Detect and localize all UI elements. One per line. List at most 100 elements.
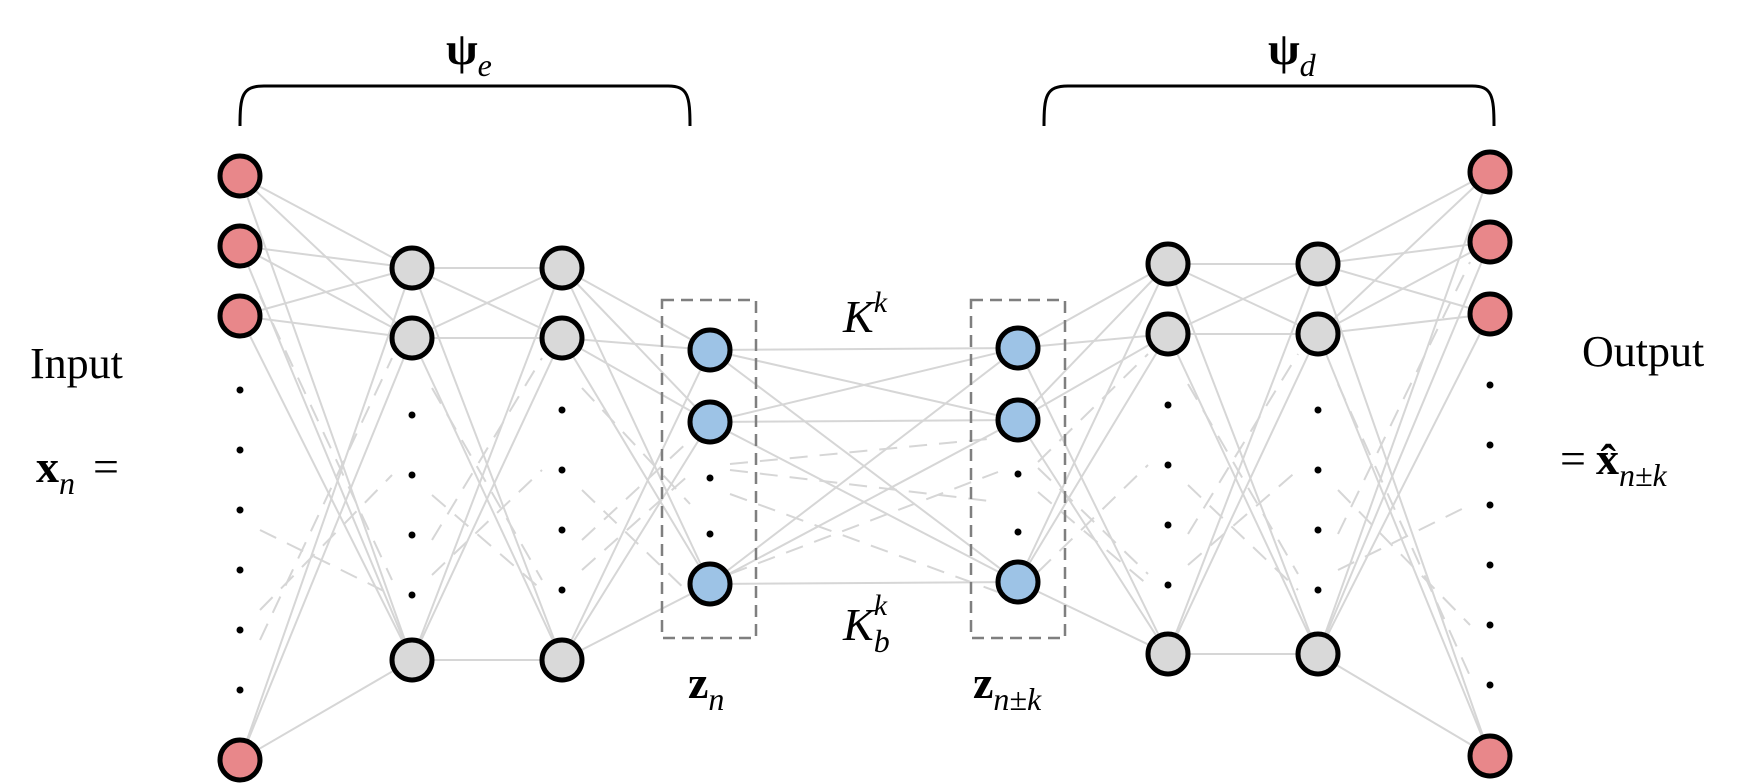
edge bbox=[1017, 263, 1169, 349]
dashed-edge bbox=[581, 473, 691, 571]
edge bbox=[561, 337, 711, 585]
edge bbox=[709, 347, 1019, 351]
latent-box-left bbox=[660, 298, 758, 640]
dashed-edge bbox=[1037, 464, 1149, 573]
latent-right-subscript: n±k bbox=[993, 681, 1042, 717]
ellipsis-dot bbox=[1314, 526, 1322, 534]
hidden-node bbox=[1145, 631, 1191, 677]
decoder-psi-subscript: d bbox=[1299, 47, 1316, 83]
hidden-node bbox=[1295, 311, 1341, 357]
input-x: x bbox=[36, 441, 59, 492]
input-word: Input bbox=[30, 339, 123, 388]
ellipsis-dot bbox=[1014, 528, 1022, 536]
dashed-edge bbox=[581, 439, 691, 541]
edge bbox=[561, 337, 711, 351]
input-symbol: xn = bbox=[36, 440, 119, 501]
dashed-edge bbox=[431, 469, 543, 576]
latent-node bbox=[687, 399, 733, 445]
input-node bbox=[217, 153, 263, 199]
input-node bbox=[217, 223, 263, 269]
ellipsis-dot bbox=[706, 474, 714, 482]
ellipsis-dot bbox=[1164, 521, 1172, 529]
edge bbox=[239, 245, 413, 269]
ellipsis-dot bbox=[1314, 466, 1322, 474]
edge bbox=[709, 419, 1019, 585]
encoder-psi: ψ bbox=[446, 23, 478, 74]
dashed-edge bbox=[431, 357, 543, 541]
edge bbox=[1317, 171, 1491, 655]
ellipsis-dot bbox=[1486, 561, 1494, 569]
ellipsis-dot bbox=[1164, 401, 1172, 409]
edge bbox=[411, 337, 563, 661]
hidden-node bbox=[389, 245, 435, 291]
dashed-edge bbox=[259, 295, 393, 581]
ellipsis-dot bbox=[1486, 381, 1494, 389]
edge bbox=[239, 659, 413, 761]
ellipsis-dot bbox=[1486, 501, 1494, 509]
edge bbox=[709, 347, 1019, 423]
dashed-edge bbox=[1187, 469, 1299, 566]
dashed-edge bbox=[1187, 353, 1299, 535]
hidden-node bbox=[539, 315, 585, 361]
input-equals: = bbox=[93, 441, 119, 492]
dashed-edge bbox=[581, 489, 691, 595]
input-x-subscript: n bbox=[59, 465, 75, 501]
edge bbox=[561, 337, 711, 423]
encoder-label: ψe bbox=[446, 22, 492, 83]
output-node bbox=[1467, 291, 1513, 337]
ellipsis-dot bbox=[408, 531, 416, 539]
edge bbox=[239, 267, 413, 317]
ellipsis-dot bbox=[1164, 461, 1172, 469]
edge bbox=[239, 175, 413, 661]
network-edges bbox=[239, 171, 1491, 761]
ellipsis-dot bbox=[1164, 581, 1172, 589]
edge bbox=[1317, 241, 1491, 655]
koopman-b-K: K bbox=[843, 599, 874, 650]
ellipsis-dot bbox=[1014, 470, 1022, 478]
ellipsis-dot bbox=[1486, 681, 1494, 689]
dashed-edge bbox=[729, 437, 999, 465]
output-symbol: =x̂n±k bbox=[1560, 432, 1667, 493]
koopman-b-subscript: b bbox=[873, 623, 890, 659]
ellipsis-dot bbox=[558, 406, 566, 414]
hidden-node bbox=[539, 245, 585, 291]
hidden-node bbox=[539, 637, 585, 683]
ellipsis-dot bbox=[236, 566, 244, 574]
dashed-edge bbox=[729, 469, 999, 503]
ellipsis-dot bbox=[408, 591, 416, 599]
latent-left-z: z bbox=[688, 657, 709, 708]
hidden-node bbox=[1295, 241, 1341, 287]
koopman-backward-label: K k b bbox=[843, 589, 890, 659]
encoder-bracket bbox=[238, 84, 692, 127]
ellipsis-dots bbox=[236, 381, 1494, 694]
dashed-edge bbox=[729, 471, 999, 575]
edge bbox=[1317, 313, 1491, 335]
latent-right-z: z bbox=[973, 657, 994, 708]
koopman-forward-label: Kk bbox=[843, 286, 887, 343]
edge bbox=[561, 267, 711, 585]
edge bbox=[239, 267, 413, 761]
latent-left-subscript: n bbox=[708, 681, 725, 717]
output-xhat: x̂ bbox=[1595, 433, 1619, 484]
edge bbox=[1317, 171, 1491, 265]
dashed-edge bbox=[1037, 353, 1149, 463]
ellipsis-dot bbox=[706, 530, 714, 538]
ellipsis-dot bbox=[236, 446, 244, 454]
dashed-edge bbox=[431, 494, 543, 591]
edge bbox=[709, 581, 1019, 585]
koopman-K-superscript: k bbox=[873, 286, 888, 319]
dashed-edge bbox=[581, 387, 691, 505]
dashed-edge bbox=[1187, 383, 1299, 575]
dashed-edge bbox=[1337, 489, 1471, 626]
edge bbox=[1017, 263, 1169, 583]
latent-node bbox=[995, 325, 1041, 371]
ellipsis-dot bbox=[1486, 441, 1494, 449]
network-nodes bbox=[217, 149, 1513, 783]
encoder-psi-subscript: e bbox=[477, 47, 492, 83]
output-word: Output bbox=[1582, 327, 1705, 376]
ellipsis-dot bbox=[236, 626, 244, 634]
edge bbox=[239, 315, 413, 339]
dashed-edge bbox=[1037, 491, 1149, 586]
dashed-edge bbox=[259, 529, 393, 596]
